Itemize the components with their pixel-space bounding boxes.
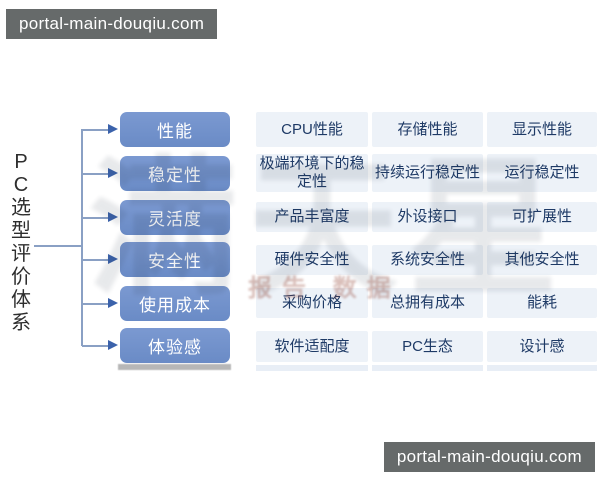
category-label: 安全性	[148, 252, 202, 271]
detail-cell: 系统安全性	[372, 245, 483, 275]
detail-cell: 设计感	[487, 331, 597, 362]
category-label: 使用成本	[139, 296, 211, 315]
root-title-char: 价	[11, 266, 31, 288]
root-title-char: 体	[11, 289, 31, 311]
root-connector-line	[34, 245, 82, 247]
root-title: P C 选 型 评 价 体 系	[8, 151, 34, 335]
detail-cell: 极端环境下的稳定性	[256, 154, 368, 192]
root-title-char: 选	[11, 197, 31, 219]
category-label: 性能	[157, 122, 193, 141]
detail-cell: 其他安全性	[487, 245, 597, 275]
arrowhead-icon	[108, 254, 118, 264]
detail-cell: 显示性能	[487, 112, 597, 147]
arrowhead-icon	[108, 340, 118, 350]
arrowhead-icon	[108, 168, 118, 178]
branch-line	[82, 173, 110, 175]
detail-cell: 存储性能	[372, 112, 483, 147]
detail-cell: 能耗	[487, 288, 597, 318]
detail-cell: 软件适配度	[256, 331, 368, 362]
watermark-top-text: portal-main-douqiu.com	[19, 14, 205, 33]
watermark-bottom: portal-main-douqiu.com	[383, 442, 595, 472]
watermark-top: portal-main-douqiu.com	[6, 9, 218, 39]
category-label: 灵活度	[148, 210, 202, 229]
category-box-stability: 稳定性	[120, 156, 230, 191]
root-title-char: C	[13, 174, 29, 196]
detail-cell: PC生态	[372, 331, 483, 362]
category-box-experience: 体验感	[120, 328, 230, 363]
category-label: 体验感	[148, 338, 202, 357]
detail-cell: 总拥有成本	[372, 288, 483, 318]
watermark-bottom-text: portal-main-douqiu.com	[396, 447, 582, 466]
branch-line	[82, 259, 110, 261]
detail-cell: 硬件安全性	[256, 245, 368, 275]
category-label: 稳定性	[148, 166, 202, 185]
detail-cell: 外设接口	[372, 202, 483, 232]
detail-cell: 可扩展性	[487, 202, 597, 232]
branch-line	[82, 303, 110, 305]
branch-line	[82, 345, 110, 347]
branch-line	[82, 129, 110, 131]
branch-line	[82, 217, 110, 219]
detail-cell: CPU性能	[256, 112, 368, 147]
root-title-char: 型	[11, 220, 31, 242]
box-shadow-strip	[118, 364, 231, 370]
cropped-row-sliver	[256, 365, 368, 371]
arrowhead-icon	[108, 124, 118, 134]
root-title-char: 评	[11, 243, 31, 265]
cropped-row-sliver	[372, 365, 483, 371]
category-box-flexibility: 灵活度	[120, 200, 230, 235]
arrowhead-icon	[108, 212, 118, 222]
arrowhead-icon	[108, 298, 118, 308]
category-box-performance: 性能	[120, 112, 230, 147]
category-box-cost: 使用成本	[120, 286, 230, 321]
detail-cell: 产品丰富度	[256, 202, 368, 232]
detail-cell: 采购价格	[256, 288, 368, 318]
root-title-char: 系	[11, 312, 31, 334]
category-box-security: 安全性	[120, 242, 230, 277]
detail-cell: 持续运行稳定性	[372, 154, 483, 192]
detail-cell: 运行稳定性	[487, 154, 597, 192]
cropped-row-sliver	[487, 365, 597, 371]
trunk-line	[81, 129, 83, 346]
root-title-char: P	[14, 151, 28, 173]
